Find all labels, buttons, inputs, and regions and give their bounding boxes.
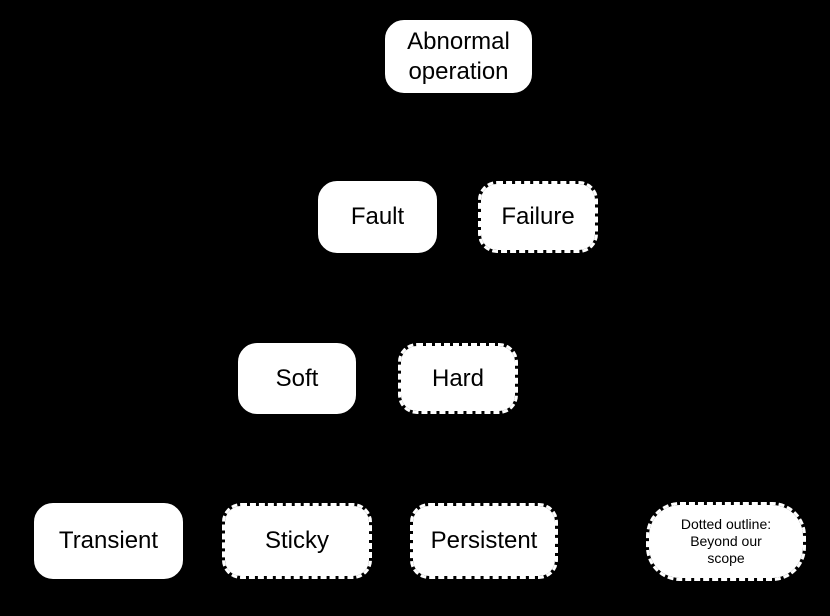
node-label: Soft [275, 364, 319, 392]
node-hard: Hard [398, 343, 518, 414]
node-label: Persistent [430, 527, 538, 554]
node-fault: Fault [318, 181, 437, 253]
node-soft: Soft [238, 343, 356, 414]
node-label: Sticky [264, 527, 329, 554]
node-persistent: Persistent [410, 503, 558, 579]
node-label: Hard [431, 364, 485, 392]
node-label: Failure [501, 203, 575, 230]
node-label: Abnormal operation [407, 27, 510, 85]
node-sticky: Sticky [222, 503, 372, 579]
legend-note: Dotted outline: Beyond our scope [646, 502, 806, 581]
legend-line: Beyond our [690, 533, 762, 549]
node-transient: Transient [34, 503, 183, 579]
node-label: Transient [58, 527, 159, 554]
legend-line: Dotted outline: [680, 516, 772, 532]
node-failure: Failure [478, 181, 598, 253]
legend-line: scope [707, 550, 745, 566]
node-label: Fault [350, 203, 405, 230]
node-abnormal-operation: Abnormal operation [385, 20, 532, 93]
